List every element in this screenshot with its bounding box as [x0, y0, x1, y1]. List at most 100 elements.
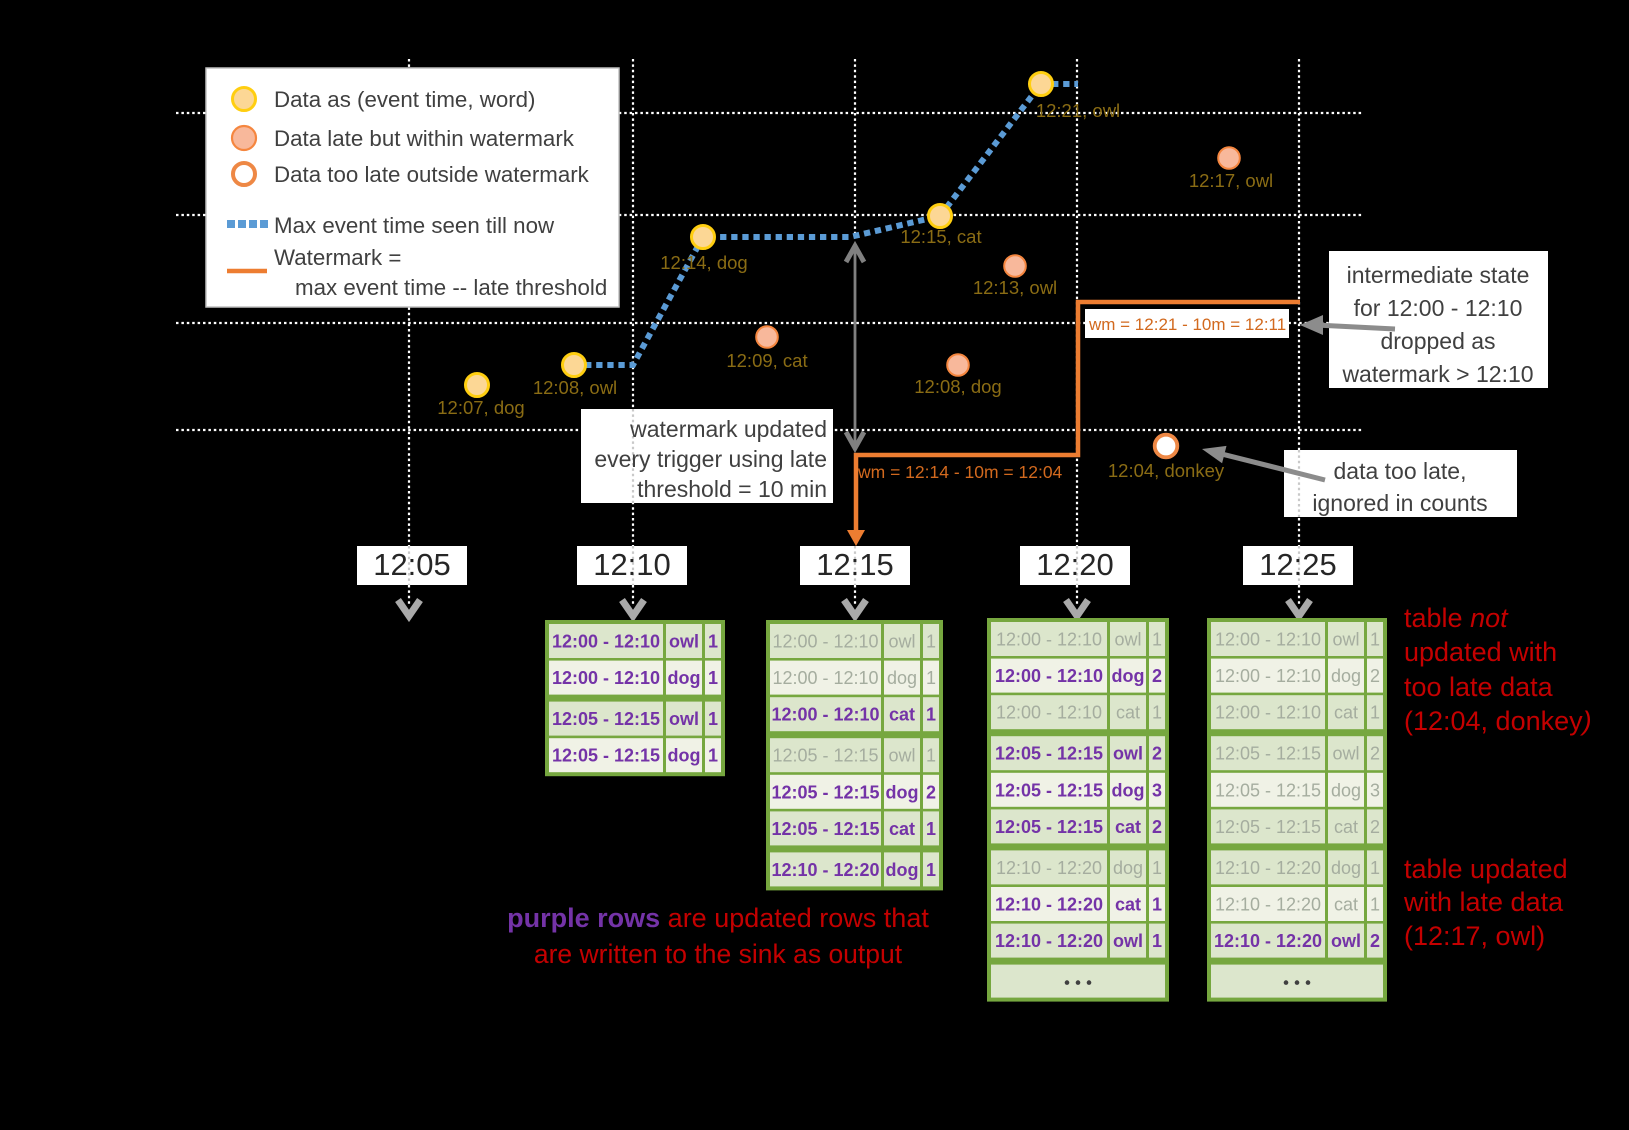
svg-text:updated with: updated with: [1404, 637, 1557, 667]
svg-text:owl: owl: [669, 632, 699, 652]
svg-text:12:00 - 12:10: 12:00 - 12:10: [552, 632, 660, 652]
svg-text:(12:04, donkey): (12:04, donkey): [1404, 706, 1592, 736]
svg-text:1: 1: [708, 709, 718, 729]
svg-text:2: 2: [1370, 817, 1380, 837]
svg-text:12:00 - 12:10: 12:00 - 12:10: [772, 632, 878, 652]
svg-text:12:07, dog: 12:07, dog: [437, 397, 524, 418]
svg-text:table updated: table updated: [1404, 854, 1568, 884]
svg-text:purple rows are updated rows t: purple rows are updated rows that: [507, 903, 929, 933]
svg-text:max event time -- late thresho: max event time -- late threshold: [295, 275, 607, 300]
svg-text:dog: dog: [668, 668, 701, 688]
svg-text:12:05 - 12:15: 12:05 - 12:15: [552, 746, 660, 766]
svg-text:12:04, donkey: 12:04, donkey: [1108, 460, 1225, 481]
svg-text:2: 2: [1370, 744, 1380, 764]
svg-text:cat: cat: [1334, 817, 1358, 837]
svg-text:dog: dog: [1331, 666, 1361, 686]
svg-text:data too late,: data too late,: [1334, 458, 1467, 484]
svg-text:2: 2: [1370, 666, 1380, 686]
svg-text:12:10 - 12:20: 12:10 - 12:20: [1215, 895, 1321, 915]
svg-text:cat: cat: [1334, 895, 1358, 915]
svg-text:Watermark =: Watermark =: [274, 245, 401, 270]
svg-text:1: 1: [1370, 858, 1380, 878]
svg-text:Max event time seen till now: Max event time seen till now: [274, 213, 555, 238]
svg-text:dog: dog: [1331, 858, 1361, 878]
svg-text:2: 2: [1152, 744, 1162, 764]
svg-text:1: 1: [926, 819, 936, 839]
svg-text:(12:17, owl): (12:17, owl): [1404, 921, 1545, 951]
svg-text:12:00 - 12:10: 12:00 - 12:10: [772, 668, 878, 688]
svg-text:12:13, owl: 12:13, owl: [973, 277, 1057, 298]
svg-text:intermediate state: intermediate state: [1347, 262, 1530, 288]
svg-text:1: 1: [1370, 703, 1380, 723]
svg-text:too late data: too late data: [1404, 672, 1554, 702]
svg-text:1: 1: [708, 632, 718, 652]
svg-text:12:05 - 12:15: 12:05 - 12:15: [772, 746, 878, 766]
svg-text:3: 3: [1152, 780, 1162, 800]
svg-text:1: 1: [1152, 931, 1162, 951]
svg-text:ignored in counts: ignored in counts: [1312, 490, 1487, 516]
svg-text:cat: cat: [1116, 703, 1140, 723]
svg-text:dog: dog: [1112, 666, 1145, 686]
svg-text:12:00 - 12:10: 12:00 - 12:10: [996, 703, 1102, 723]
svg-text:for 12:00 - 12:10: for 12:00 - 12:10: [1354, 295, 1523, 321]
svg-text:12:08, dog: 12:08, dog: [914, 376, 1001, 397]
svg-text:12:05 - 12:15: 12:05 - 12:15: [771, 782, 879, 802]
svg-text:12:10 - 12:20: 12:10 - 12:20: [771, 860, 879, 880]
svg-text:dog: dog: [886, 860, 919, 880]
svg-text:cat: cat: [889, 819, 915, 839]
svg-text:12:14, dog: 12:14, dog: [660, 252, 747, 273]
svg-text:12:15: 12:15: [816, 547, 894, 582]
svg-text:wm = 12:14 - 10m = 12:04: wm = 12:14 - 10m = 12:04: [857, 462, 1063, 482]
svg-text:12:05 - 12:15: 12:05 - 12:15: [995, 780, 1103, 800]
svg-text:12:00 - 12:10: 12:00 - 12:10: [996, 630, 1102, 650]
svg-text:12:05 - 12:15: 12:05 - 12:15: [1215, 780, 1321, 800]
svg-text:wm = 12:21 - 10m = 12:11: wm = 12:21 - 10m = 12:11: [1088, 315, 1286, 334]
svg-text:watermark updated: watermark updated: [629, 416, 827, 442]
svg-text:12:17, owl: 12:17, owl: [1189, 170, 1273, 191]
svg-text:1: 1: [708, 746, 718, 766]
svg-text:watermark > 12:10: watermark > 12:10: [1341, 361, 1533, 387]
svg-text:are written to the sink as out: are written to the sink as output: [534, 939, 903, 969]
svg-text:2: 2: [1152, 817, 1162, 837]
svg-text:owl: owl: [888, 632, 915, 652]
svg-text:1: 1: [926, 860, 936, 880]
svg-text:owl: owl: [1332, 630, 1359, 650]
svg-text:owl: owl: [888, 746, 915, 766]
svg-text:1: 1: [1152, 858, 1162, 878]
svg-text:1: 1: [1370, 895, 1380, 915]
svg-text:12:10 - 12:20: 12:10 - 12:20: [995, 931, 1103, 951]
svg-text:12:05 - 12:15: 12:05 - 12:15: [1215, 744, 1321, 764]
svg-text:1: 1: [926, 668, 936, 688]
svg-text:with late data: with late data: [1403, 887, 1564, 917]
svg-text:12:00 - 12:10: 12:00 - 12:10: [1215, 666, 1321, 686]
svg-text:12:10 - 12:20: 12:10 - 12:20: [1215, 858, 1321, 878]
svg-text:1: 1: [1152, 895, 1162, 915]
svg-text:owl: owl: [669, 709, 699, 729]
svg-text:1: 1: [1370, 630, 1380, 650]
svg-text:12:10 - 12:20: 12:10 - 12:20: [996, 858, 1102, 878]
svg-text:owl: owl: [1331, 931, 1361, 951]
svg-text:2: 2: [1370, 931, 1380, 951]
svg-text:12:00 - 12:10: 12:00 - 12:10: [1215, 703, 1321, 723]
svg-text:owl: owl: [1113, 744, 1143, 764]
svg-text:12:25: 12:25: [1259, 547, 1337, 582]
svg-text:2: 2: [1152, 666, 1162, 686]
svg-text:dropped as: dropped as: [1380, 328, 1495, 354]
svg-text:12:10 - 12:20: 12:10 - 12:20: [1214, 931, 1322, 951]
svg-text:12:00 - 12:10: 12:00 - 12:10: [995, 666, 1103, 686]
svg-text:12:00 - 12:10: 12:00 - 12:10: [771, 705, 879, 725]
svg-text:12:00 - 12:10: 12:00 - 12:10: [1215, 630, 1321, 650]
svg-text:12:05 - 12:15: 12:05 - 12:15: [1215, 817, 1321, 837]
svg-text:2: 2: [926, 782, 936, 802]
svg-text:cat: cat: [1115, 895, 1141, 915]
svg-text:owl: owl: [1114, 630, 1141, 650]
svg-text:12:05: 12:05: [373, 547, 451, 582]
svg-text:Data as (event time, word): Data as (event time, word): [274, 87, 535, 112]
svg-text:dog: dog: [1331, 780, 1361, 800]
svg-text:dog: dog: [1112, 780, 1145, 800]
svg-text:12:09, cat: 12:09, cat: [726, 350, 807, 371]
svg-text:12:20: 12:20: [1036, 547, 1114, 582]
svg-text:dog: dog: [1113, 858, 1143, 878]
svg-text:cat: cat: [889, 705, 915, 725]
svg-text:dog: dog: [887, 668, 917, 688]
